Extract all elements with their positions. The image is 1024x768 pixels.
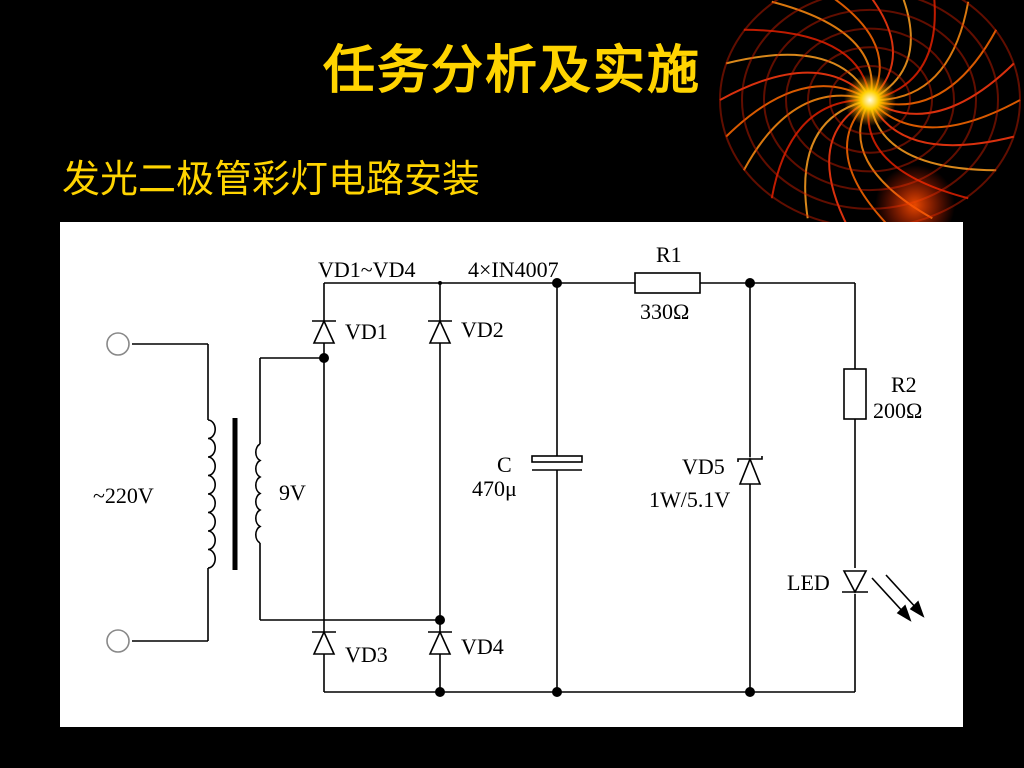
slide-title: 任务分析及实施 <box>322 41 701 101</box>
diode-vd3 <box>312 630 336 655</box>
label-led: LED <box>787 570 830 595</box>
junction-dot <box>552 687 562 697</box>
label-vd3: VD3 <box>345 642 388 667</box>
resistor-r1 <box>634 272 701 294</box>
circuit-diagram: VD1~VD4 4×IN4007 VD1 VD2 VD3 VD4 R1 330Ω… <box>93 242 925 697</box>
slide-subtitle: 发光二极管彩灯电路安装 <box>62 157 481 201</box>
label-vd4: VD4 <box>461 634 504 659</box>
label-r2-name: R2 <box>891 372 917 397</box>
diode-vd1 <box>312 319 336 344</box>
label-c-value: 470μ <box>472 476 517 501</box>
zener-diode-vd5 <box>737 456 763 485</box>
label-c-name: C <box>497 452 512 477</box>
junction-dot <box>319 353 329 363</box>
label-r2-value: 200Ω <box>873 398 922 423</box>
primary-coil <box>207 419 216 569</box>
label-primary-voltage: ~220V <box>93 483 154 508</box>
input-terminal-top <box>106 332 130 356</box>
junction-dot <box>438 281 442 285</box>
label-vd5-name: VD5 <box>682 454 725 479</box>
capacitor-c <box>531 455 583 471</box>
junction-dot <box>552 278 562 288</box>
led-diode <box>842 570 868 594</box>
junction-dot <box>435 687 445 697</box>
label-bridge-part: 4×IN4007 <box>468 257 559 282</box>
junction-dot <box>435 615 445 625</box>
label-vd1: VD1 <box>345 319 388 344</box>
junction-dot <box>745 278 755 288</box>
label-r1-name: R1 <box>656 242 682 267</box>
diode-vd2 <box>428 319 452 344</box>
junction-dot <box>745 687 755 697</box>
label-vd5-value: 1W/5.1V <box>649 487 730 512</box>
label-vd2: VD2 <box>461 317 504 342</box>
input-terminal-bottom <box>106 629 130 653</box>
secondary-coil <box>255 443 262 544</box>
led-light-arrows <box>871 574 925 622</box>
diode-vd4 <box>428 630 452 655</box>
label-r1-value: 330Ω <box>640 299 689 324</box>
circuit-panel: VD1~VD4 4×IN4007 VD1 VD2 VD3 VD4 R1 330Ω… <box>60 222 963 727</box>
label-secondary-voltage: 9V <box>279 480 306 505</box>
resistor-r2 <box>843 368 867 420</box>
label-bridge: VD1~VD4 <box>318 257 415 282</box>
